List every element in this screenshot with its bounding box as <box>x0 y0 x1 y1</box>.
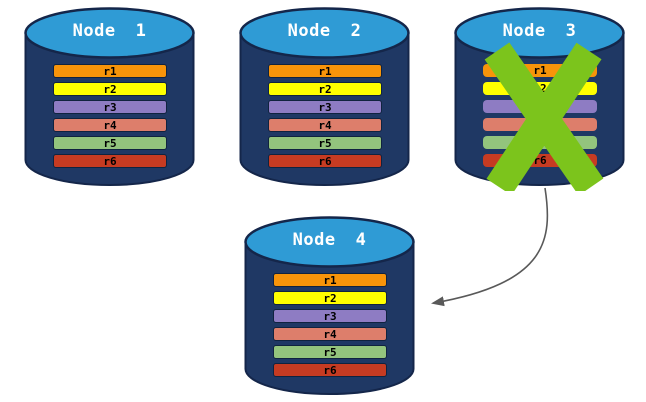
cylinder-top <box>244 216 415 268</box>
replica-bar-r6: r6 <box>268 154 382 168</box>
replica-stack: r1 r2 r3 r4 r5 r6 <box>273 273 387 377</box>
replica-label: r6 <box>103 154 117 168</box>
replica-bar-r4: r4 <box>53 118 167 132</box>
replica-bar-r2: r2 <box>268 82 382 96</box>
replica-label: r3 <box>323 309 337 323</box>
node-title: Node 3 <box>502 21 577 41</box>
replica-bar-r4: r4 <box>273 327 387 341</box>
replica-label: r6 <box>533 154 547 167</box>
replica-bar-r6: r6 <box>273 363 387 377</box>
replica-label: r1 <box>318 64 332 78</box>
cylinder-top <box>239 7 410 59</box>
replica-label: r4 <box>103 118 117 132</box>
replica-bar-r1: r1 <box>273 273 387 287</box>
replica-label: r1 <box>323 273 337 287</box>
node-title: Node 4 <box>292 230 367 250</box>
replica-label: r4 <box>318 118 332 132</box>
node-1: Node 1 r1 r2 r3 r4 r5 r6 <box>22 5 197 191</box>
replica-bar-r5: r5 <box>53 136 167 150</box>
replica-label: r2 <box>318 82 332 96</box>
replica-label: r5 <box>323 345 337 359</box>
replica-label: r2 <box>103 82 117 96</box>
node-2: Node 2 r1 r2 r3 r4 r5 r6 <box>237 5 412 191</box>
cylinder-top <box>24 7 195 59</box>
replica-bar-r1: r1 <box>53 64 167 78</box>
replica-bar-r4: r4 <box>268 118 382 132</box>
replica-label: r1 <box>103 64 117 78</box>
replica-bar-r2: r2 <box>273 291 387 305</box>
replica-label: r3 <box>103 100 117 114</box>
replica-bar-r3: r3 <box>273 309 387 323</box>
node-4: Node 4 r1 r2 r3 r4 r5 r6 <box>242 214 417 400</box>
x-stroke <box>486 42 602 191</box>
replica-bar-r3: r3 <box>53 100 167 114</box>
replica-label: r4 <box>323 327 337 341</box>
replica-label: r6 <box>323 363 337 377</box>
replica-label: r6 <box>318 154 332 168</box>
replica-bar-r5: r5 <box>273 345 387 359</box>
replica-bar-r3: r3 <box>268 100 382 114</box>
node-3: Node 3 r1 r2 r3 r4 r5 r6 <box>452 5 627 191</box>
replica-label: r3 <box>318 100 332 114</box>
replica-bar-r2: r2 <box>53 82 167 96</box>
replica-bar-r5: r5 <box>268 136 382 150</box>
replica-stack: r1 r2 r3 r4 r5 r6 <box>53 64 167 168</box>
replica-label: r5 <box>103 136 117 150</box>
replica-label: r1 <box>533 64 547 77</box>
curved-arrow-line <box>431 187 549 307</box>
failure-x-icon <box>484 42 604 191</box>
node-title: Node 1 <box>72 21 147 41</box>
node-title: Node 2 <box>287 21 362 41</box>
replica-label: r5 <box>318 136 332 150</box>
replica-bar-r6: r6 <box>53 154 167 168</box>
replica-stack: r1 r2 r3 r4 r5 r6 <box>268 64 382 168</box>
replica-bar-r1: r1 <box>268 64 382 78</box>
replica-label: r2 <box>323 291 337 305</box>
cylinder-top <box>454 7 625 59</box>
